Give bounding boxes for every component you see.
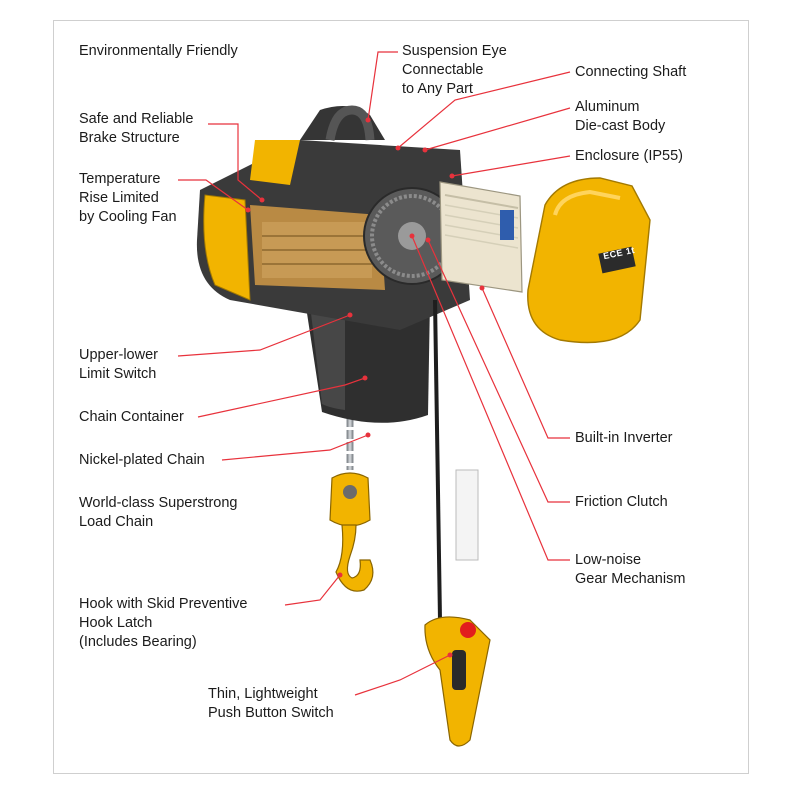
hook-graphic: [329, 472, 374, 592]
label-gear-mechanism: Low-noise Gear Mechanism: [575, 552, 686, 587]
label-hook-latch: Hook with Skid Preventive Hook Latch (In…: [79, 596, 248, 650]
label-brake-structure: Safe and Reliable Brake Structure: [79, 111, 194, 146]
enclosure-cover-graphic: [527, 177, 651, 344]
label-enclosure: Enclosure (IP55): [575, 148, 683, 164]
label-chain-container: Chain Container: [79, 409, 184, 425]
label-friction-clutch: Friction Clutch: [575, 494, 668, 510]
leader-lines-right: [367, 51, 571, 561]
label-load-chain: World-class Superstrong Load Chain: [79, 495, 238, 530]
label-connecting-shaft: Connecting Shaft: [575, 64, 687, 80]
label-nickel-chain: Nickel-plated Chain: [79, 452, 205, 468]
label-inverter: Built-in Inverter: [575, 430, 673, 446]
label-suspension-eye: Suspension Eye Connectable to Any Part: [402, 43, 507, 97]
label-environmentally-friendly: Environmentally Friendly: [79, 43, 238, 59]
leader-lines-left: [177, 123, 451, 696]
leader-dots: [245, 117, 485, 658]
pendant-graphic: [424, 299, 491, 747]
hoist-body-graphic: [196, 105, 470, 330]
inverter-graphic: [439, 181, 523, 293]
label-push-button: Thin, Lightweight Push Button Switch: [208, 686, 334, 721]
label-die-cast-body: Aluminum Die-cast Body: [575, 99, 666, 134]
chain-container-graphic: [305, 300, 430, 423]
label-cooling-fan: Temperature Rise Limited by Cooling Fan: [79, 171, 177, 225]
label-limit-switch: Upper-lower Limit Switch: [79, 347, 158, 382]
